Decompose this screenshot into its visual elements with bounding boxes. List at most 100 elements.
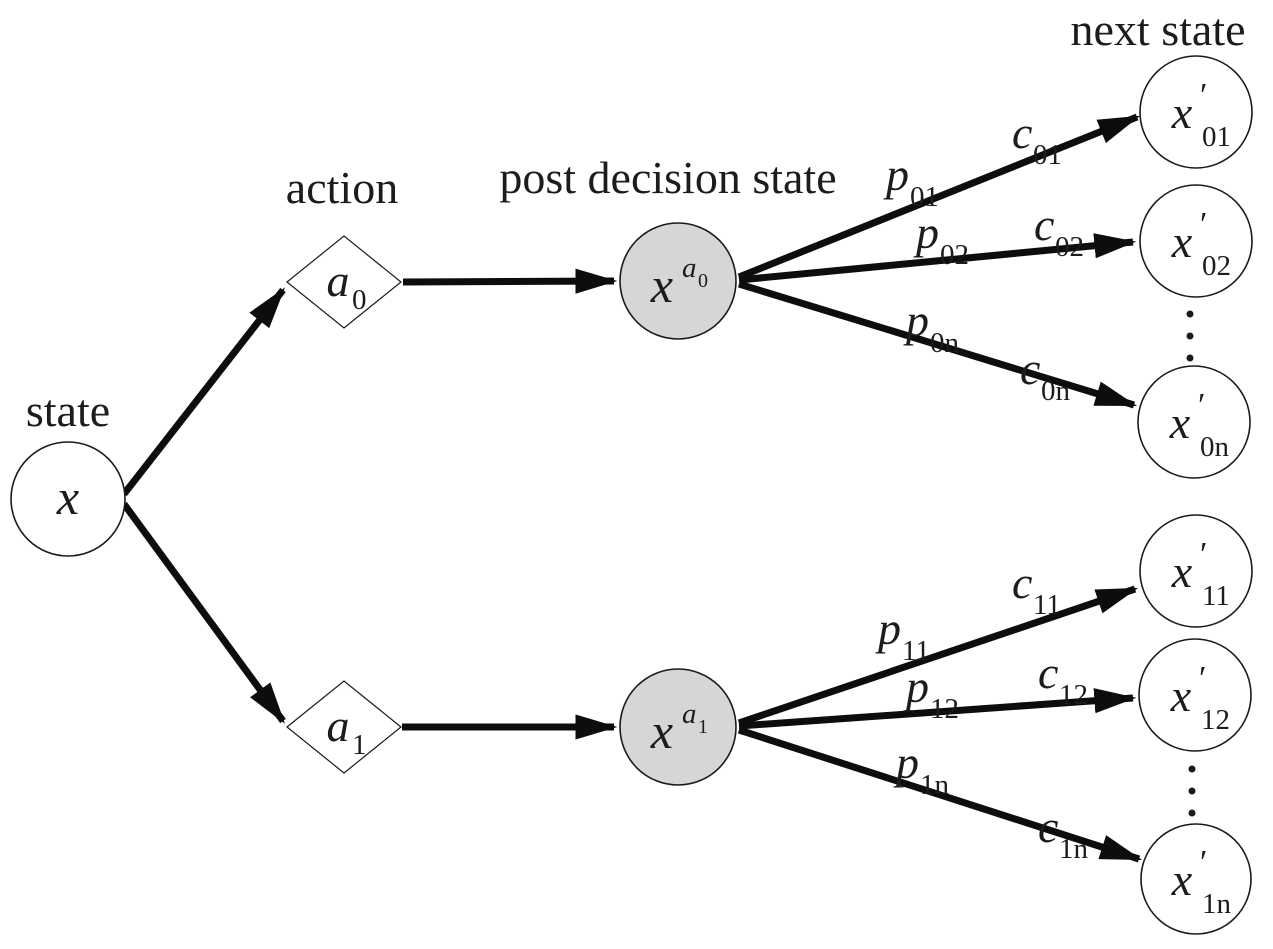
label-next-state: next state	[1071, 4, 1246, 55]
edge-labels-bottom: p 11 c 11 p 12 c 12 p 1n c 1n	[875, 557, 1089, 865]
edge-action0-to-post0	[402, 268, 618, 294]
next11-label: x	[1171, 546, 1193, 597]
post0-label: x	[650, 257, 673, 313]
edge-post0-to-next01	[737, 113, 1141, 281]
action1-label-sub: 1	[352, 729, 367, 761]
edge-label-c01: c	[1012, 107, 1032, 158]
label-state: state	[26, 385, 110, 436]
next0n-label: x	[1169, 397, 1191, 448]
next0n-label-sub: 0n	[1200, 431, 1230, 463]
edge-post0-to-next0n	[737, 280, 1138, 409]
edge-label-c1n-sub: 1n	[1059, 833, 1089, 865]
action1-label: a	[327, 700, 350, 751]
action0-diamond	[286, 235, 402, 329]
next0n-label-prime: ′	[1198, 387, 1205, 424]
post1-label-sup: a	[682, 698, 697, 730]
next02-label-sub: 02	[1202, 250, 1231, 282]
next01-label-sub: 01	[1202, 121, 1231, 153]
next12-circle	[1138, 638, 1252, 752]
node-action-a0: a 0	[286, 235, 402, 329]
next01-label: x	[1171, 87, 1193, 138]
next01-circle	[1139, 55, 1253, 169]
next02-label: x	[1171, 216, 1193, 267]
edges	[121, 113, 1143, 863]
edge-label-p11: p	[875, 603, 901, 654]
edge-post1-to-next11	[737, 585, 1139, 727]
node-next-x02: x ′ 02	[1139, 184, 1253, 298]
node-next-x01: x ′ 01	[1139, 55, 1253, 169]
action0-label-sub: 0	[352, 284, 367, 316]
post1-circle	[619, 668, 737, 786]
edge-label-p0n: p	[903, 295, 929, 346]
post0-label-supsub: 0	[698, 270, 708, 292]
post0-circle	[619, 222, 737, 340]
state-label: x	[56, 469, 79, 525]
post0-label-sup: a	[682, 252, 697, 284]
edge-label-p01: p	[883, 149, 909, 200]
next1n-label: x	[1171, 854, 1193, 905]
node-next-x11: x ′ 11	[1139, 514, 1253, 628]
edge-label-c0n: c	[1020, 343, 1040, 394]
action0-label: a	[327, 255, 350, 306]
node-next-x12: x ′ 12	[1138, 638, 1252, 752]
edge-label-c1n: c	[1038, 801, 1058, 852]
ellipsis-dot	[1188, 787, 1196, 795]
edge-label-c0n-sub: 0n	[1041, 375, 1071, 407]
edge-label-p12: p	[903, 661, 929, 712]
edge-label-c12-sub: 12	[1059, 679, 1088, 711]
edge-label-p0n-sub: 0n	[930, 327, 960, 359]
ellipsis-dot	[1186, 310, 1194, 318]
next12-label-prime: ′	[1199, 660, 1206, 697]
post1-label: x	[650, 703, 673, 759]
edge-label-p02: p	[913, 207, 939, 258]
ellipsis-dot	[1188, 765, 1196, 773]
next02-label-prime: ′	[1200, 206, 1207, 243]
node-next-x0n: x ′ 0n	[1137, 365, 1251, 479]
edge-label-p11-sub: 11	[902, 635, 930, 667]
edge-labels-top: p 01 c 01 p 02 c 02 p 0n c 0n	[883, 107, 1084, 407]
edge-label-p12-sub: 12	[930, 693, 959, 725]
next1n-circle	[1140, 823, 1252, 935]
next1n-label-sub: 1n	[1202, 888, 1232, 920]
node-post-x-a0: x a 0	[619, 222, 737, 340]
next12-label: x	[1170, 670, 1192, 721]
ellipsis-dot	[1186, 354, 1194, 362]
edge-label-c11: c	[1012, 557, 1032, 608]
action1-diamond	[286, 680, 402, 774]
node-action-a1: a 1	[286, 680, 402, 774]
edge-label-c12: c	[1038, 647, 1058, 698]
next0n-circle	[1137, 365, 1251, 479]
label-action: action	[286, 162, 398, 213]
edge-state-to-action1	[121, 501, 286, 724]
edge-label-c02-sub: 02	[1055, 231, 1084, 263]
node-next-x1n: x ′ 1n	[1140, 823, 1252, 935]
node-post-x-a1: x a 1	[619, 668, 737, 786]
label-post-decision-state: post decision state	[499, 152, 836, 203]
post1-label-supsub: 1	[698, 716, 708, 738]
edge-label-c11-sub: 11	[1033, 589, 1061, 621]
edge-post1-to-next1n	[737, 726, 1143, 863]
edge-label-p02-sub: 02	[940, 239, 969, 271]
next11-circle	[1139, 514, 1253, 628]
edge-label-p1n-sub: 1n	[920, 769, 950, 801]
next12-label-sub: 12	[1201, 704, 1230, 736]
edge-post1-to-next12	[738, 688, 1137, 730]
ellipsis-dot	[1186, 332, 1194, 340]
next11-label-prime: ′	[1200, 536, 1207, 573]
edge-label-p01-sub: 01	[910, 181, 939, 213]
next02-circle	[1139, 184, 1253, 298]
node-state-x: x	[10, 441, 126, 557]
next01-label-prime: ′	[1200, 77, 1207, 114]
edge-post0-to-next02	[738, 233, 1137, 284]
edge-label-p1n: p	[893, 737, 919, 788]
ellipsis-top	[1186, 310, 1194, 362]
next1n-label-prime: ′	[1200, 844, 1207, 881]
edge-label-c02: c	[1034, 199, 1054, 250]
section-labels: state action post decision state next st…	[26, 4, 1246, 436]
ellipsis-dot	[1188, 809, 1196, 817]
edge-label-c01-sub: 01	[1033, 139, 1062, 171]
state-circle	[10, 441, 126, 557]
next11-label-sub: 11	[1202, 580, 1230, 612]
